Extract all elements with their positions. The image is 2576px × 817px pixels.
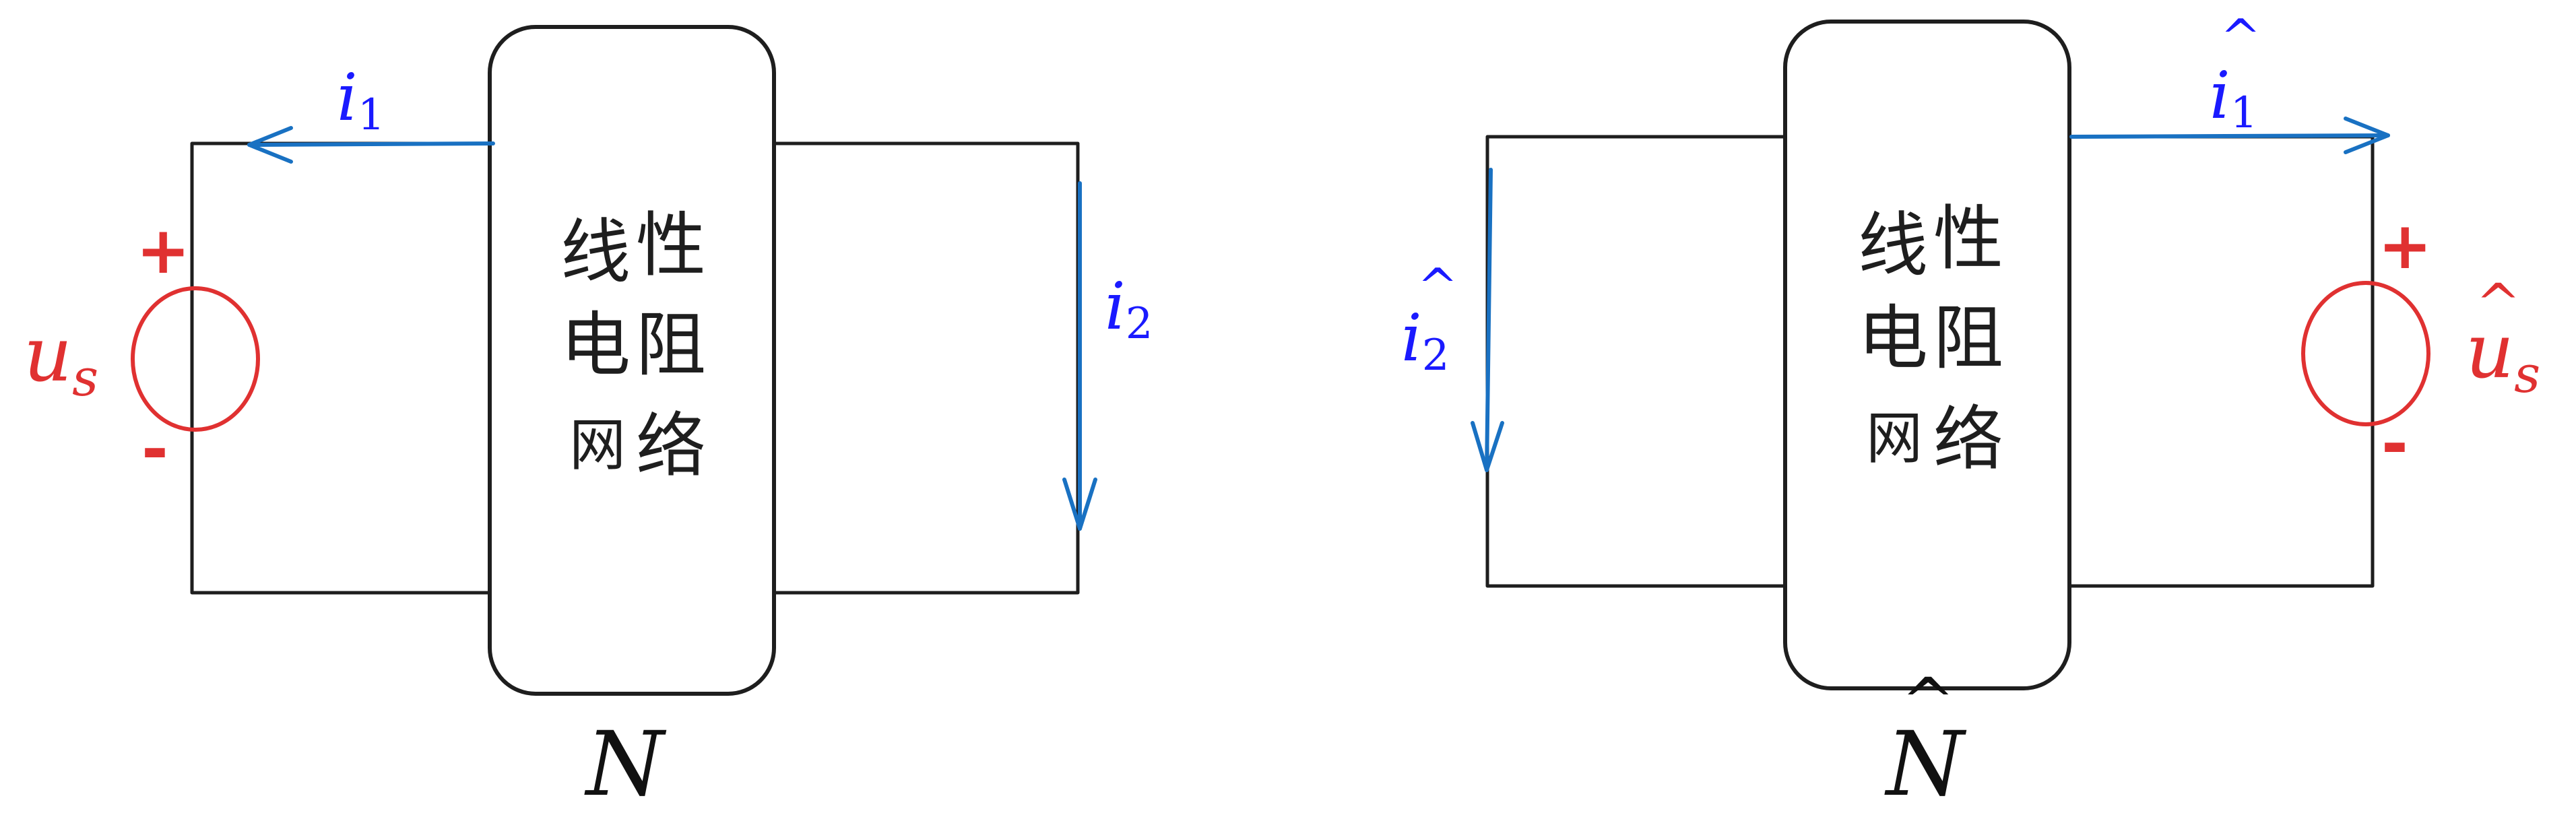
left-port2-loop-wire — [766, 141, 1080, 595]
right-source-plus: + — [2378, 208, 2432, 284]
left-port1-loop-wire — [190, 141, 501, 595]
right-port1-loop-wire — [1485, 135, 1794, 588]
right-char-5: 网 — [1866, 405, 1923, 471]
left-source-minus: - — [141, 412, 168, 487]
left-current-i1-arrow — [247, 126, 495, 164]
left-box-text: 线 性 电 阻 网 络 — [560, 204, 706, 487]
left-char-3: 电 — [560, 304, 631, 386]
right-char-4: 阻 — [1933, 297, 2003, 379]
left-char-6: 络 — [636, 405, 706, 487]
left-network-box — [488, 25, 776, 696]
right-current-i2-hat-arrow — [1471, 168, 1504, 472]
right-char-2: 性 — [1933, 197, 2003, 280]
left-char-5: 网 — [569, 412, 626, 478]
right-char-6: 络 — [1933, 398, 2003, 480]
right-us-hat-mark: ^ — [2476, 272, 2521, 335]
right-circuit: 线 性 电 阻 网 络 i1 ^ i2 ^ + - us ^ N — [1401, 9, 2540, 816]
left-current-i2-arrow — [1062, 181, 1097, 531]
right-us-hat-label: us — [2466, 308, 2540, 404]
left-char-1: 线 — [560, 211, 631, 293]
right-i2-hat-mark: ^ — [1417, 258, 1458, 315]
left-voltage-source-circle — [131, 286, 260, 432]
right-port2-loop-wire — [2059, 135, 2375, 588]
left-circuit: 线 性 电 阻 网 络 i1 i2 + - us N — [24, 25, 1153, 816]
right-voltage-source-circle — [2301, 281, 2430, 426]
right-network-hat-mark: ^ — [1901, 664, 1955, 740]
right-char-3: 电 — [1858, 297, 1928, 379]
left-char-4: 阻 — [636, 304, 706, 386]
right-network-box — [1783, 20, 2071, 690]
left-i1-label: i1 — [337, 60, 385, 140]
right-current-i1-hat-arrow — [2069, 117, 2390, 154]
right-box-text: 线 性 电 阻 网 络 — [1858, 197, 2003, 480]
left-char-2: 性 — [636, 204, 706, 286]
right-i1-hat-mark: ^ — [2220, 9, 2261, 65]
left-i2-label: i2 — [1105, 269, 1153, 349]
left-network-label: N — [584, 713, 667, 816]
right-i2-hat-label: i2 — [1401, 300, 1449, 381]
right-i1-hat-label: i1 — [2210, 58, 2257, 138]
right-char-1: 线 — [1858, 204, 1928, 286]
right-network-label: N — [1884, 713, 1967, 816]
left-us-label: us — [24, 311, 98, 407]
right-source-minus: - — [2381, 406, 2408, 482]
left-source-plus: + — [136, 213, 190, 288]
